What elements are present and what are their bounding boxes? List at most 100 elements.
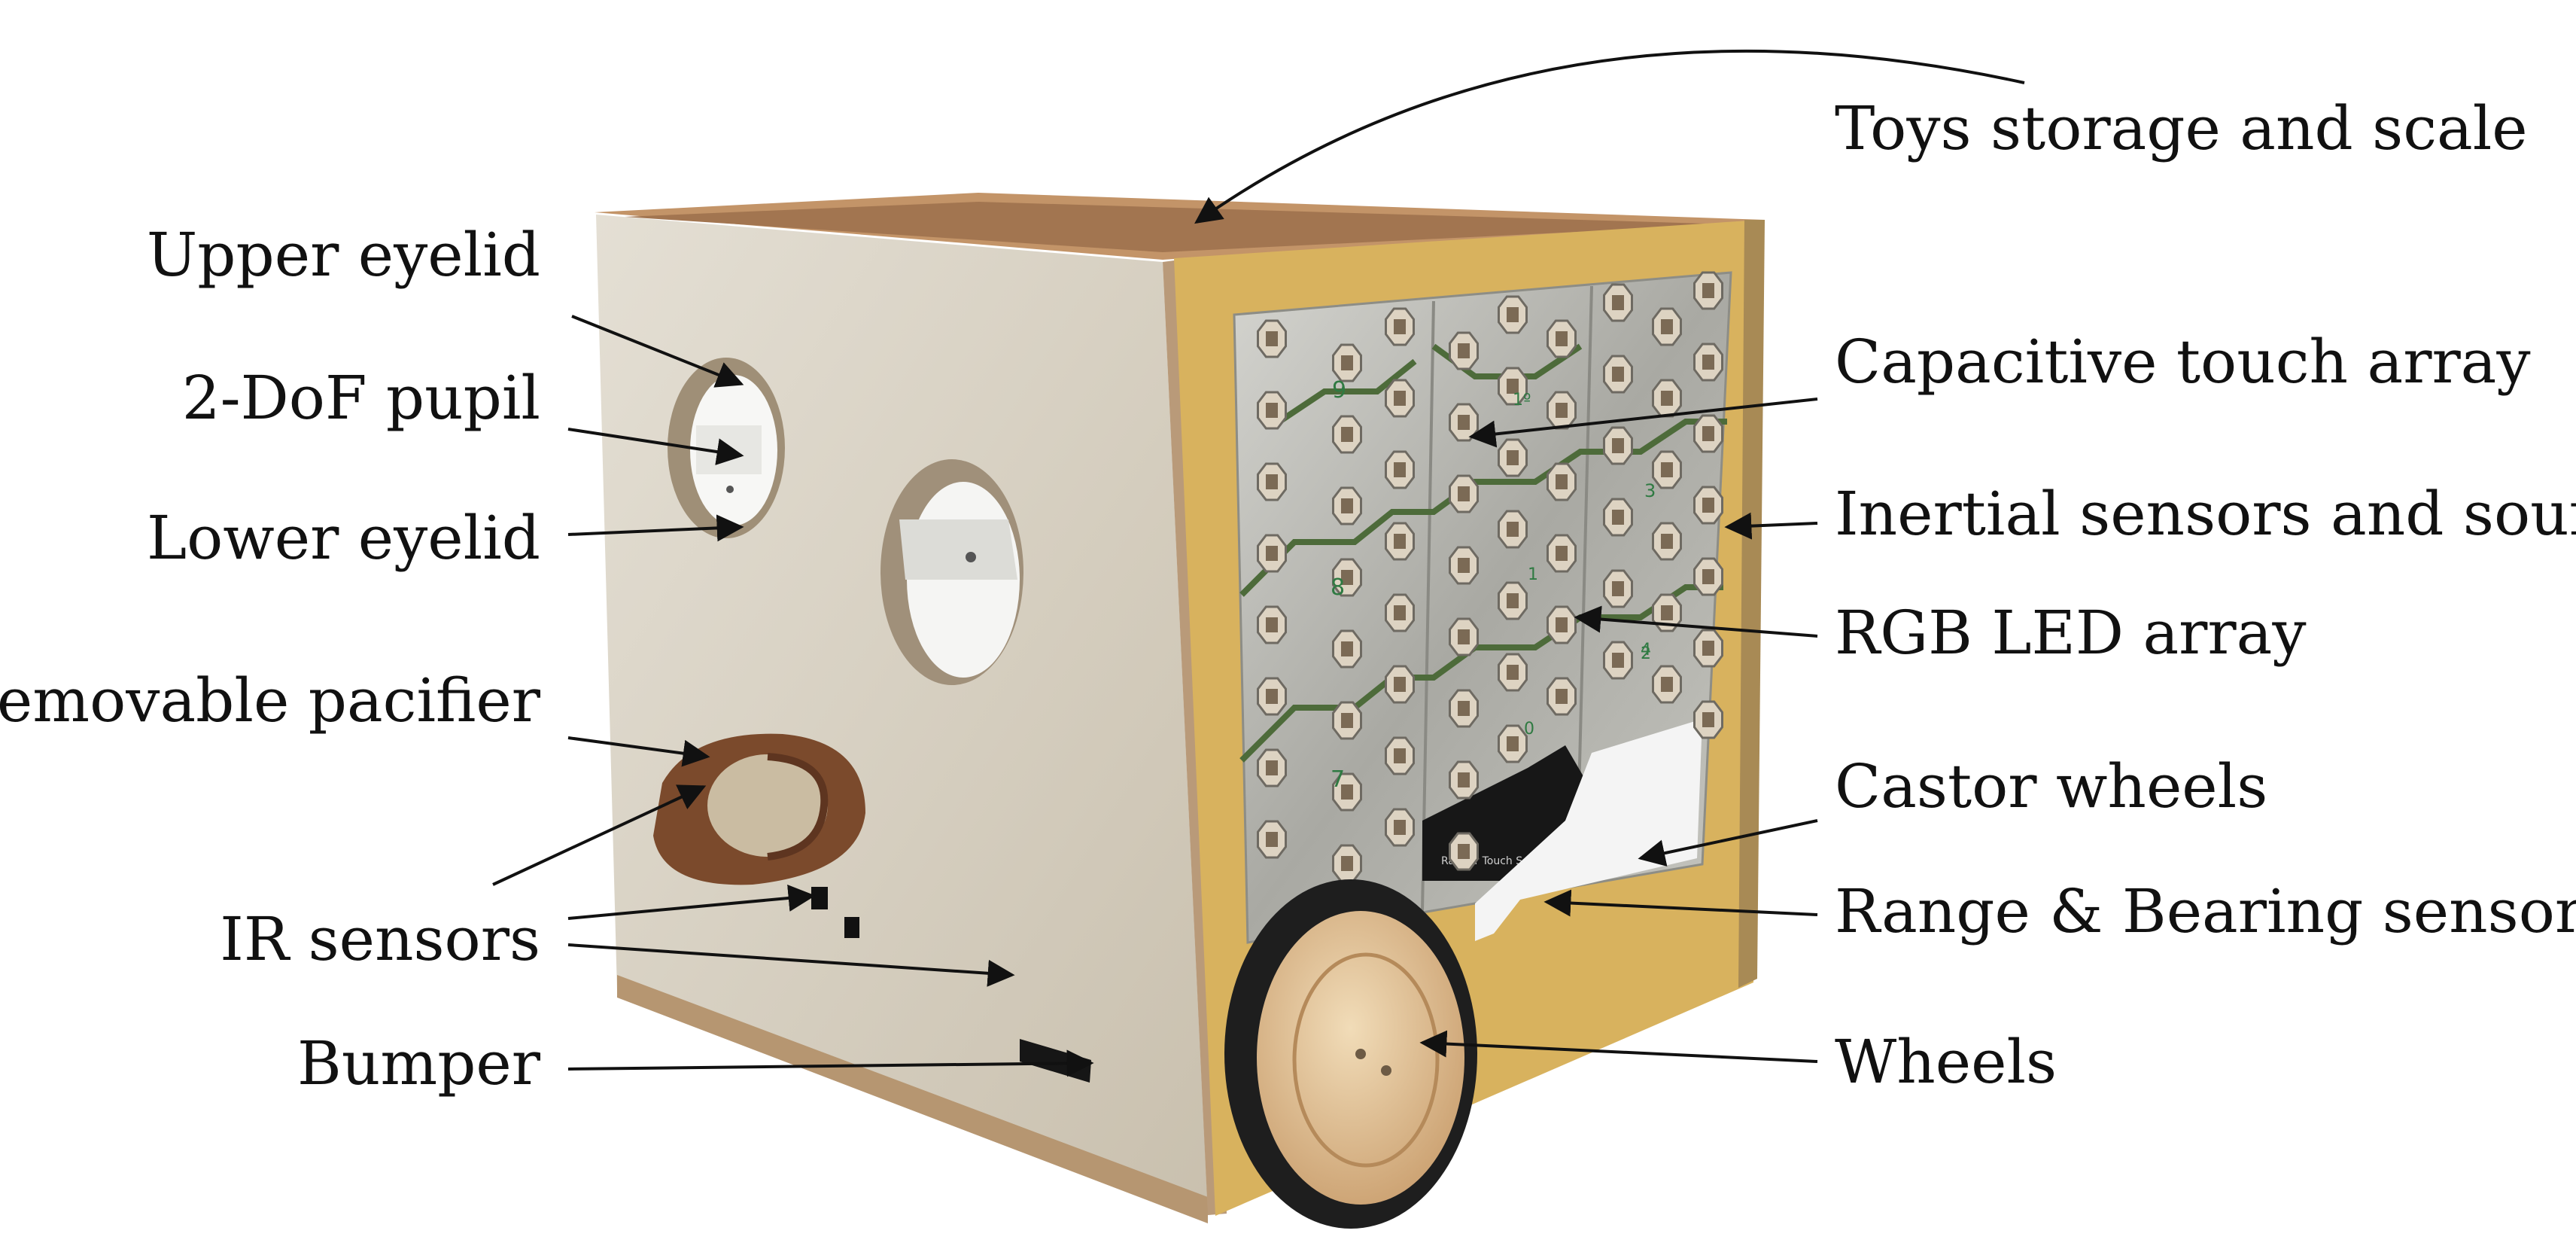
led-socket [1702,355,1714,370]
led-socket [1507,593,1519,608]
led-socket [1266,617,1278,632]
box-side-bottom-trim [617,975,1208,1223]
led-socket [1394,605,1406,620]
led-socket [1556,474,1568,489]
led-socket [1612,367,1624,382]
led-socket [1556,403,1568,418]
led-socket [1341,784,1353,800]
led-socket [1702,283,1714,298]
led-socket [1394,462,1406,477]
led-socket [1394,677,1406,692]
led-socket [1394,534,1406,549]
box-side-panel [596,215,1208,1212]
arrow-castor [1638,819,1818,867]
led-socket [1612,438,1624,453]
arrow-upper-eyelid [571,315,744,388]
pcb-digit-5: 1 [1528,565,1538,584]
led-socket [1612,581,1624,596]
led-socket [1507,379,1519,394]
led-socket [1702,498,1714,513]
led-socket [1266,689,1278,704]
arrow-inertial [1724,512,1818,540]
led-socket [1394,319,1406,334]
pcb-digit-4: 8 [1331,574,1345,601]
led-socket [1458,701,1470,716]
main-wheel [1224,879,1477,1229]
label-bumper: Bumper [297,1028,541,1098]
arrow-wheels [1419,1030,1818,1063]
label-range-bearing: Range & Bearing sensor [1835,876,2576,946]
arrow-lower-eyelid [567,514,744,542]
led-socket [1266,331,1278,346]
led-socket [1266,474,1278,489]
led-socket [1661,319,1673,334]
led-socket [1341,498,1353,513]
led-socket [1702,569,1714,584]
led-socket [1394,820,1406,835]
led-socket [1612,295,1624,310]
label-inertial: Inertial sensors and sound [1835,479,2576,549]
led-socket [1556,617,1568,632]
left-pupil [726,486,734,493]
led-socket [1266,832,1278,847]
arrow-pupil [567,428,744,465]
led-socket [1507,522,1519,537]
annotation-labels: Toys storage and scale Upper eyelid 2-Do… [0,93,2576,1098]
label-castor: Castor wheels [1835,751,2267,821]
arrow-touch-array [1468,398,1818,448]
led-socket [1266,760,1278,775]
arrow-pacifier [567,736,710,767]
led-socket [1394,748,1406,763]
led-socket [1341,570,1353,585]
label-pacifier: Removable pacifier [0,666,541,736]
led-socket [1458,629,1470,644]
label-ir-sensors: IR sensors [220,904,540,974]
pcb-digit-8: 0 [1524,720,1534,739]
led-socket [1458,558,1470,573]
label-pupil: 2-DoF pupil [182,363,540,433]
label-upper-eyelid: Upper eyelid [147,220,540,290]
led-socket [1661,534,1673,549]
arrow-ir-3 [567,943,1015,987]
led-socket [1702,641,1714,656]
pacifier [653,733,865,885]
label-touch-array: Capacitive touch array [1835,327,2531,397]
pcb-pads [1257,271,1723,883]
led-socket [1458,772,1470,787]
led-socket [1458,415,1470,430]
led-socket [1556,331,1568,346]
box-top-inner [625,202,1731,252]
led-socket [1341,355,1353,370]
pcb-digit-3: 3 [1644,480,1656,501]
ir-sensor-1 [811,887,828,909]
arrow-ir-2 [567,885,816,920]
label-rgb-led: RGB LED array [1835,598,2307,668]
led-socket [1507,736,1519,751]
led-socket [1341,856,1353,871]
pcb-digit-1: 9 [1332,377,1346,404]
led-socket [1458,486,1470,501]
led-socket [1702,426,1714,441]
pcb-digit-7: 7 [1331,766,1345,793]
pcb-digit-6: 2 [1641,644,1651,663]
pcb-digit-2: 1º [1513,391,1531,410]
led-socket [1266,403,1278,418]
annotation-arrows [492,49,2025,1077]
led-socket [1507,665,1519,680]
led-socket [1556,689,1568,704]
led-socket [1556,546,1568,561]
label-toys-storage: Toys storage and scale [1835,93,2528,163]
right-eye [880,459,1023,685]
label-lower-eyelid: Lower eyelid [147,503,540,573]
range-bearing-panel [1475,719,1702,941]
led-socket [1507,307,1519,322]
arrow-range-bearing [1543,889,1818,917]
arrow-rgb-led [1574,605,1818,638]
led-socket [1341,713,1353,728]
right-pupil [966,552,976,562]
led-socket [1458,343,1470,358]
front-frame-edge [1738,220,1765,988]
led-socket [1661,677,1673,692]
led-socket [1612,653,1624,668]
